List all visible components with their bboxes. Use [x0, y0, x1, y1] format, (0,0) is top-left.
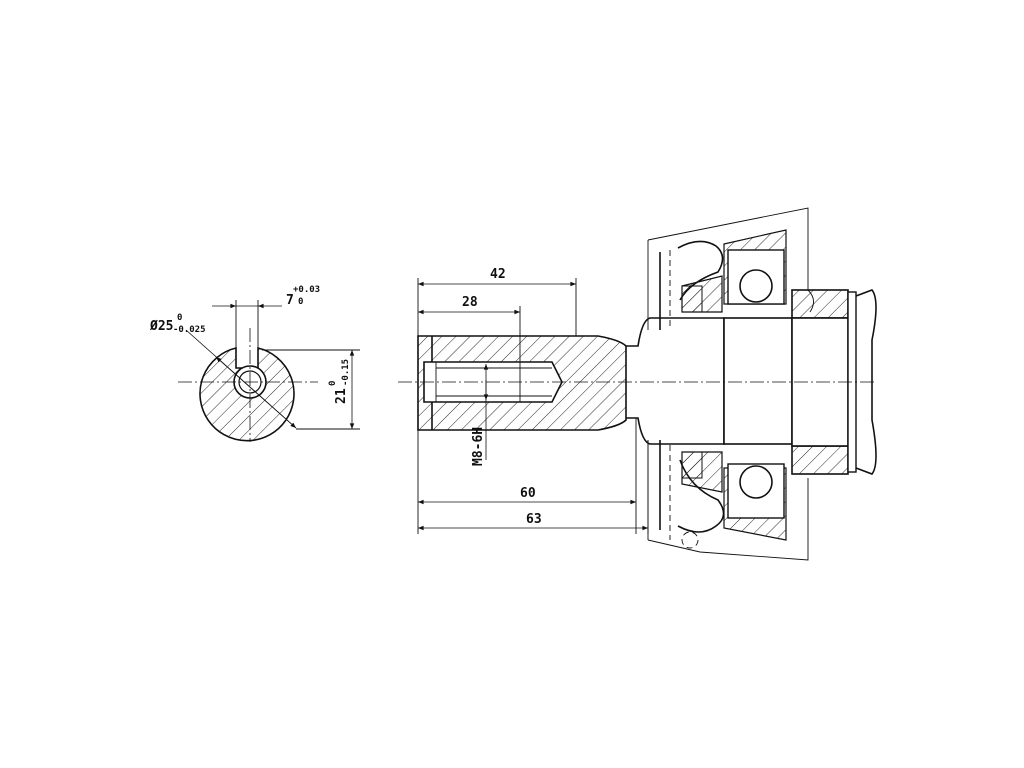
dim-60: 60 [520, 486, 536, 501]
key-width-upper: +0.03 [293, 285, 320, 295]
shaft-diameter-lower: -0.025 [173, 325, 206, 335]
key-width-nominal: 7 [286, 293, 294, 308]
dim-42: 42 [490, 267, 506, 282]
key-depth-upper: 0 [328, 381, 338, 386]
key-depth-lower: -0.15 [341, 359, 351, 386]
key-width-lower: 0 [298, 297, 303, 307]
shaft-diameter-nominal: Ø25 [149, 319, 173, 334]
thread-callout: M8-6H [471, 427, 486, 466]
housing-assembly [647, 207, 814, 561]
dim-28: 28 [462, 295, 478, 310]
shaft-side-view: 42 28 M8-6H 60 63 [398, 267, 877, 534]
dim-63: 63 [526, 512, 542, 527]
key-depth-nominal: 21 [334, 388, 349, 404]
shaft-cross-section: 7 +0.03 0 Ø25 0 -0.025 21 0 -0.15 [149, 285, 360, 442]
shaft-diameter-upper: 0 [177, 313, 182, 323]
